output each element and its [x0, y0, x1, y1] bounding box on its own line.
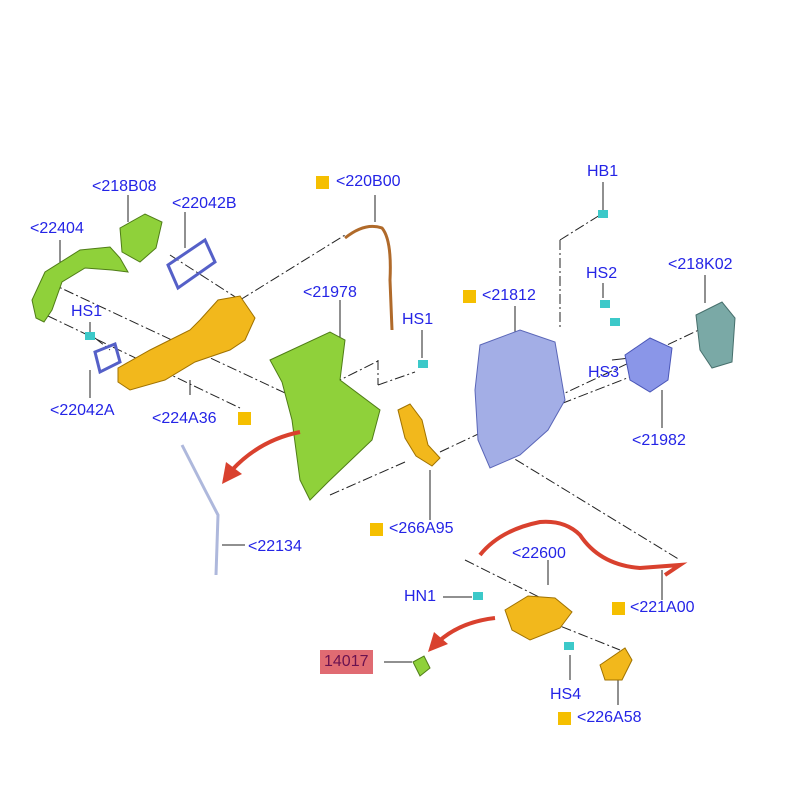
red-arrow-lower-icon	[436, 616, 496, 644]
yellow-lever-part	[397, 403, 441, 467]
interior-cable-part	[478, 519, 688, 577]
screw-hs4-icon	[564, 642, 574, 650]
marker-226A58	[558, 712, 571, 725]
screw-hs1a-icon	[85, 332, 95, 340]
label-HS1-a: HS1	[71, 303, 103, 320]
shield-part	[269, 331, 381, 501]
fasteners	[85, 210, 620, 650]
marker-266A95	[370, 523, 383, 536]
gasket-b-part	[166, 237, 217, 291]
label-HN1: HN1	[404, 588, 437, 605]
green-clip-part	[412, 655, 431, 677]
leader-lines	[47, 214, 721, 651]
interior-handle-part	[504, 595, 573, 641]
lock-bracket-part	[624, 337, 673, 393]
label-221A00: <221A00	[630, 599, 695, 616]
cable-rod-part	[344, 224, 394, 331]
highlighted-part-14017[interactable]: 14017	[320, 650, 373, 674]
label-HS3: HS3	[588, 364, 620, 381]
label-HS4: HS4	[550, 686, 582, 703]
door-lock-part	[474, 329, 566, 469]
label-HB1: HB1	[587, 163, 619, 180]
handle-cap-part	[119, 213, 163, 263]
label-22042B: <22042B	[172, 195, 237, 212]
label-21978: <21978	[303, 284, 357, 301]
label-218B08: <218B08	[92, 178, 157, 195]
rod-part	[180, 444, 220, 576]
handle-bracket-part	[117, 295, 256, 391]
label-218K02: <218K02	[668, 256, 733, 273]
label-266A95: <266A95	[389, 520, 454, 537]
marker-224A36	[238, 412, 251, 425]
screw-hs2-icon	[600, 300, 610, 308]
gasket-a-part	[93, 341, 122, 375]
screw-hs3-icon	[610, 318, 620, 326]
label-226A58: <226A58	[577, 709, 642, 726]
screw-hn1-icon	[473, 592, 483, 600]
label-220B00: <220B00	[336, 173, 401, 190]
marker-220B00	[316, 176, 329, 189]
label-22134: <22134	[248, 538, 302, 555]
teal-plate-part	[695, 301, 736, 369]
screw-hb1-icon	[598, 210, 608, 218]
label-22042A: <22042A	[50, 402, 115, 419]
label-22600: <22600	[512, 545, 566, 562]
exterior-handle-part	[31, 246, 129, 323]
label-22404: <22404	[30, 220, 84, 237]
marker-21812	[463, 290, 476, 303]
label-21982: <21982	[632, 432, 686, 449]
marker-221A00	[612, 602, 625, 615]
bezel-part	[599, 647, 633, 681]
label-21812: <21812	[482, 287, 536, 304]
callout-lines	[59, 182, 706, 705]
label-HS1-b: HS1	[402, 311, 434, 328]
label-224A36: <224A36	[152, 410, 217, 427]
label-HS2: HS2	[586, 265, 618, 282]
screw-hs1b-icon	[418, 360, 428, 368]
red-arrows	[222, 430, 496, 652]
red-arrow-upper-icon	[230, 430, 301, 472]
